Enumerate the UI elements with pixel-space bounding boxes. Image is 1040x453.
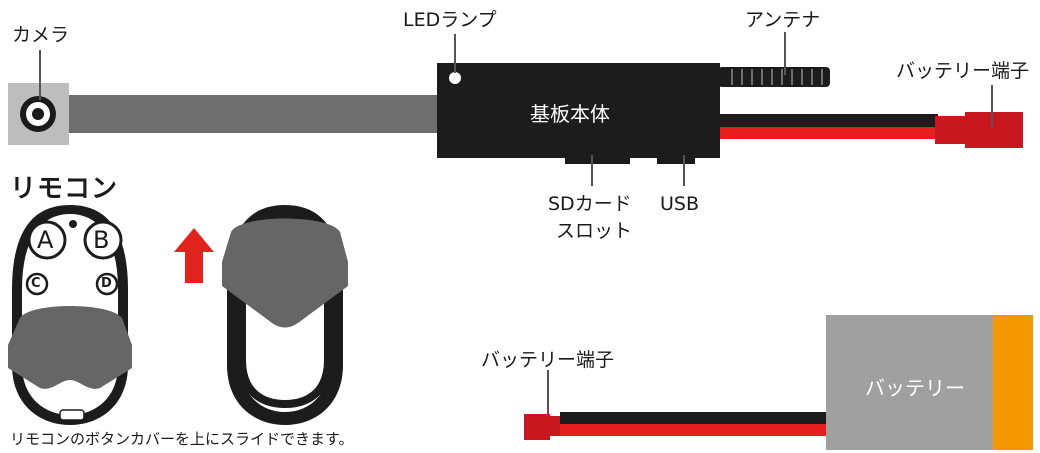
remote-button-d-label: D [101, 276, 112, 291]
sd-card-slot [565, 154, 630, 164]
battery-label: バッテリー [865, 376, 965, 400]
remote-button-c-label: C [31, 276, 41, 291]
camera-cable [69, 95, 441, 133]
wire-red-top [718, 127, 938, 139]
remote-button-d [95, 272, 119, 296]
remote-title: リモコン [10, 174, 119, 204]
remote-button-b-label: B [93, 226, 110, 254]
remote-control-cover-open [222, 205, 348, 425]
battery-end-cap [993, 315, 1033, 450]
remote-control [8, 205, 132, 425]
wire-black-top [718, 114, 938, 127]
remote-cover-note: リモコンのボタンカバーを上にスライドできます。 [10, 430, 354, 448]
remote-button-a-label: A [37, 226, 54, 254]
wire-red-bottom [560, 424, 828, 436]
antenna-label: アンテナ [745, 9, 821, 31]
remote-button-a [27, 220, 67, 260]
antenna [718, 67, 830, 87]
battery-body [826, 315, 996, 450]
slide-up-arrow [174, 228, 214, 283]
board-body-label: 基板本体 [530, 102, 610, 126]
remote-button-cover [8, 306, 132, 389]
battery-connector-bottom [524, 414, 562, 440]
usb-port [657, 154, 695, 164]
wire-black-bottom [560, 412, 828, 424]
remote-button-c [25, 272, 49, 296]
usb-label: USB [660, 193, 700, 215]
battery-terminal-top-label: バッテリー端子 [896, 60, 1030, 82]
battery-terminal-bottom-label: バッテリー端子 [481, 349, 615, 371]
remote-button-b [83, 220, 123, 260]
sd-card-slot-label-line1: SDカード [548, 193, 632, 215]
led-lamp [449, 72, 461, 84]
led-lamp-label: LEDランプ [403, 9, 497, 31]
board-body [437, 63, 720, 158]
battery-connector-top [935, 112, 1023, 148]
pointer-lines [39, 32, 993, 420]
camera-label: カメラ [12, 24, 70, 46]
camera-module [8, 83, 69, 145]
sd-card-slot-label-line2: スロット [556, 220, 633, 242]
